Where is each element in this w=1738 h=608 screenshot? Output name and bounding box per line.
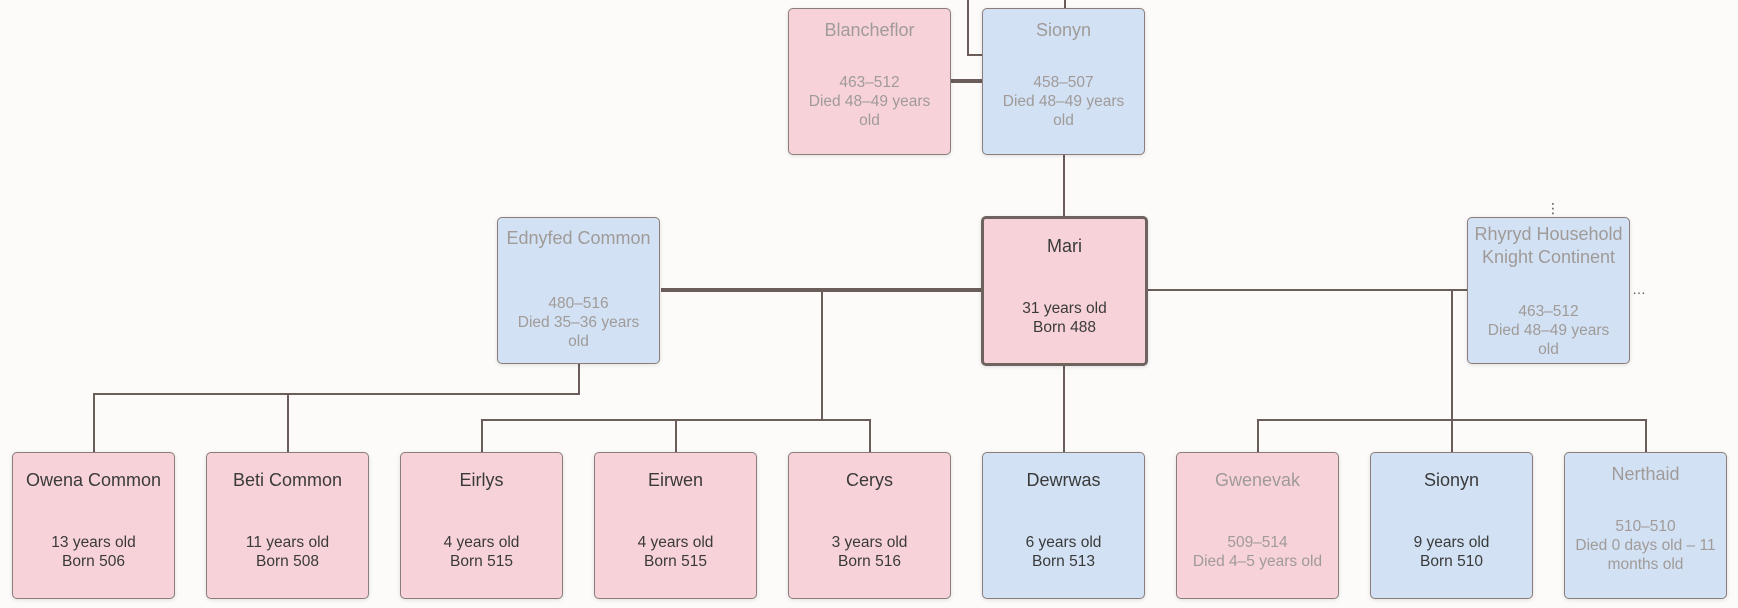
person-born: Born 488	[1033, 319, 1096, 336]
person-born: Born 516	[838, 553, 901, 570]
person-name: Eirwen	[647, 470, 704, 490]
person-age: 9 years old	[1413, 534, 1490, 551]
person-age: Died 48–49 years	[1487, 322, 1610, 339]
person-age: 31 years old	[1022, 300, 1107, 317]
person-age: Died 0 days old – 11	[1575, 537, 1716, 554]
person-lifespan: 463–512	[1518, 303, 1579, 320]
person-name: Dewrwas	[1026, 470, 1101, 490]
person-age: Died 4–5 years old	[1192, 553, 1323, 570]
person-born: Born 513	[1032, 553, 1095, 570]
person-card-sionyn-father[interactable]: Sionyn 458–507 Died 48–49 years old	[982, 8, 1145, 155]
more-relations-indicator[interactable]: …	[1632, 281, 1646, 297]
connector-sionyn-parents	[967, 0, 982, 56]
person-age: 11 years old	[245, 534, 330, 551]
person-name: Cerys	[845, 470, 893, 490]
person-born: Born 515	[450, 553, 513, 570]
person-card-eirwen[interactable]: Eirwen 4 years old Born 515	[594, 452, 757, 599]
person-name: Nerthaid	[1611, 464, 1680, 484]
person-name: Gwenevak	[1214, 470, 1301, 490]
person-card-eirlys[interactable]: Eirlys 4 years old Born 515	[400, 452, 563, 599]
person-card-ednyfed[interactable]: Ednyfed Common 480–516 Died 35–36 years …	[497, 217, 660, 364]
person-name: Sionyn	[1035, 20, 1092, 40]
connector-ednyfed-mari-children	[481, 290, 823, 452]
person-card-dewrwas[interactable]: Dewrwas 6 years old Born 513	[982, 452, 1145, 599]
person-age-cont: months old	[1607, 556, 1684, 573]
person-card-gwenevak[interactable]: Gwenevak 509–514 Died 4–5 years old	[1176, 452, 1339, 599]
person-name: Ednyfed Common	[506, 228, 651, 248]
person-born: Born 515	[644, 553, 707, 570]
person-age: Died 35–36 years	[517, 314, 640, 331]
person-age: Died 48–49 years	[1002, 93, 1125, 110]
person-age: 4 years old	[443, 534, 520, 551]
person-name: Blancheflor	[824, 20, 915, 40]
person-age-cont: old	[1053, 112, 1074, 129]
person-born: Born 506	[62, 553, 125, 570]
person-name: Eirlys	[459, 470, 504, 490]
person-born: Born 508	[256, 553, 319, 570]
person-card-mari-focus[interactable]: Mari 31 years old Born 488	[981, 216, 1148, 366]
person-card-blancheflor[interactable]: Blancheflor 463–512 Died 48–49 years old	[788, 8, 951, 155]
person-card-cerys[interactable]: Cerys 3 years old Born 516	[788, 452, 951, 599]
person-lifespan: 463–512	[839, 74, 900, 91]
person-age-cont: old	[568, 333, 589, 350]
person-name: Sionyn	[1423, 470, 1480, 490]
more-ancestors-indicator[interactable]: ⋮	[1546, 200, 1560, 216]
person-age: 6 years old	[1025, 534, 1102, 551]
person-lifespan: 458–507	[1033, 74, 1094, 91]
person-name: Beti Common	[232, 470, 343, 490]
person-name: Mari	[1047, 236, 1082, 256]
person-age-cont: old	[859, 112, 880, 129]
person-age: 13 years old	[51, 534, 136, 551]
person-age: 3 years old	[831, 534, 908, 551]
person-card-rhyryd[interactable]: Rhyryd Household Knight Continent 463–51…	[1467, 217, 1630, 364]
person-lifespan: 480–516	[548, 295, 609, 312]
person-age: 4 years old	[637, 534, 714, 551]
person-card-owena[interactable]: Owena Common 13 years old Born 506	[12, 452, 175, 599]
person-born: Born 510	[1420, 553, 1483, 570]
person-age: Died 48–49 years	[808, 93, 931, 110]
person-age-cont: old	[1538, 341, 1559, 358]
connector-mari-rhyryd-children	[1257, 290, 1453, 452]
connector-ednyfed-children	[93, 363, 580, 452]
person-card-nerthaid[interactable]: Nerthaid 510–510 Died 0 days old – 11 mo…	[1564, 452, 1727, 599]
person-name: Owena Common	[25, 470, 162, 490]
person-card-beti[interactable]: Beti Common 11 years old Born 508	[206, 452, 369, 599]
person-card-sionyn-son[interactable]: Sionyn 9 years old Born 510	[1370, 452, 1533, 599]
person-lifespan: 510–510	[1615, 518, 1676, 535]
person-lifespan: 509–514	[1227, 534, 1288, 551]
person-name: Rhyryd Household Knight Continent	[1474, 224, 1623, 267]
